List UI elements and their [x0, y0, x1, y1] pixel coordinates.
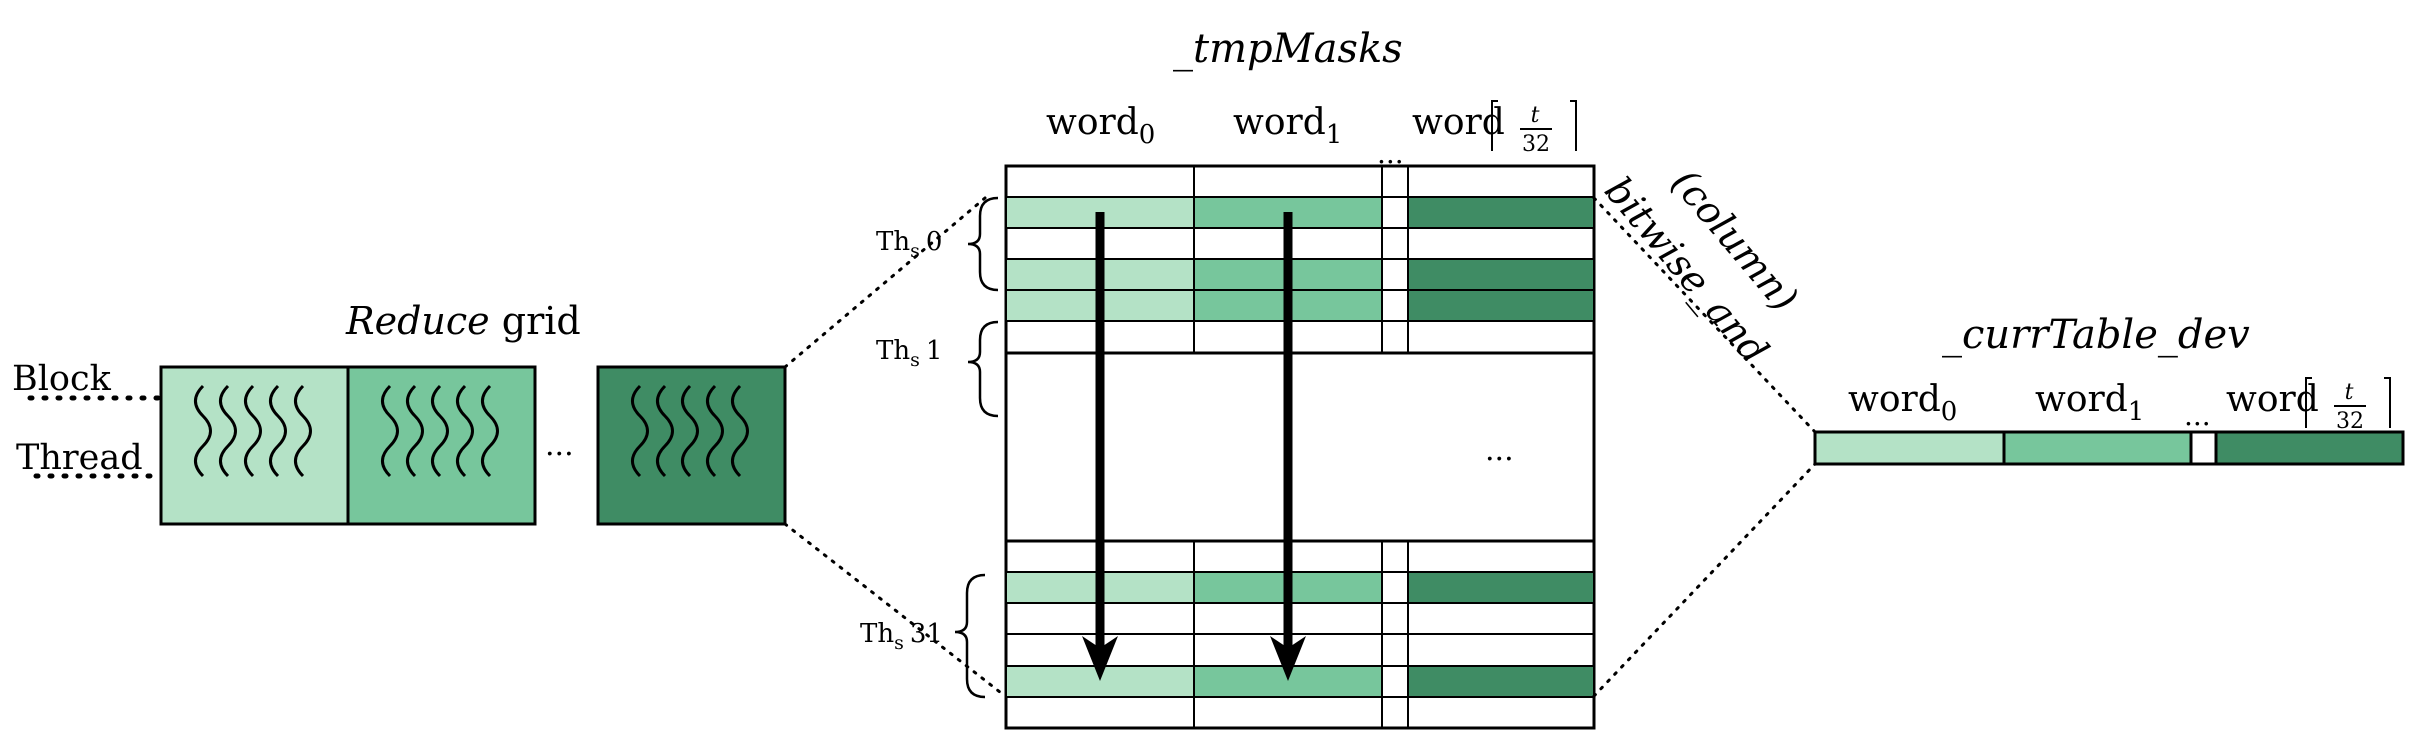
projection-line-top: [783, 196, 987, 369]
svg-text:32: 32: [1522, 132, 1550, 157]
thread-label: Thread: [16, 438, 143, 478]
tmp-masks-title: _tmpMasks: [1173, 26, 1403, 72]
tmp-cell-r1-wl: [1407, 196, 1595, 229]
curr-header-ellipsis: ...: [2184, 399, 2211, 432]
curr-table-title: _currTable_dev: [1942, 312, 2250, 358]
curr-header-word1: word1: [2035, 379, 2144, 427]
reduce-grid-title: Reduce grid: [345, 299, 581, 343]
curr-cell-wl: [2214, 430, 2405, 466]
curr-header-word-last: word t 32: [2226, 377, 2391, 434]
tmp-header-word-last: word t 32: [1412, 100, 1577, 157]
ths1-brace: [967, 320, 999, 418]
curr-cell-w0: [1813, 430, 2006, 466]
reduction-arrow-word0: [1082, 212, 1118, 681]
tmp-cell-r7-wl: [1407, 571, 1595, 604]
projection-line-right-top: [1592, 196, 1817, 434]
reduction-arrow-word1: [1270, 212, 1306, 681]
svg-text:t: t: [1531, 103, 1540, 128]
projection-line-bottom: [783, 522, 1007, 698]
curr-header-word0: word0: [1848, 379, 1957, 427]
ths0-brace: [967, 196, 999, 292]
tmp-middle-ellipsis: ...: [1485, 433, 1514, 468]
tmp-cell-r10-wl: [1407, 665, 1595, 698]
curr-cell-w1: [2002, 430, 2193, 466]
tmp-header-word0: word0: [1046, 102, 1155, 150]
svg-text:word: word: [2226, 379, 2319, 420]
ths31-brace: [954, 573, 986, 699]
block-label: Block: [12, 359, 112, 399]
blocks-ellipsis: ...: [545, 428, 574, 463]
tmp-cell-r3-wl: [1407, 258, 1595, 291]
svg-text:word: word: [1412, 102, 1505, 143]
curr-table-row: [1813, 430, 2405, 466]
tmp-header-word1: word1: [1233, 102, 1342, 150]
svg-text:32: 32: [2336, 409, 2364, 434]
svg-text:t: t: [2345, 380, 2354, 405]
tmp-cell-r4-wl: [1407, 289, 1595, 322]
projection-line-right-bottom: [1592, 462, 1817, 698]
curr-cell-gap: [2189, 430, 2218, 466]
